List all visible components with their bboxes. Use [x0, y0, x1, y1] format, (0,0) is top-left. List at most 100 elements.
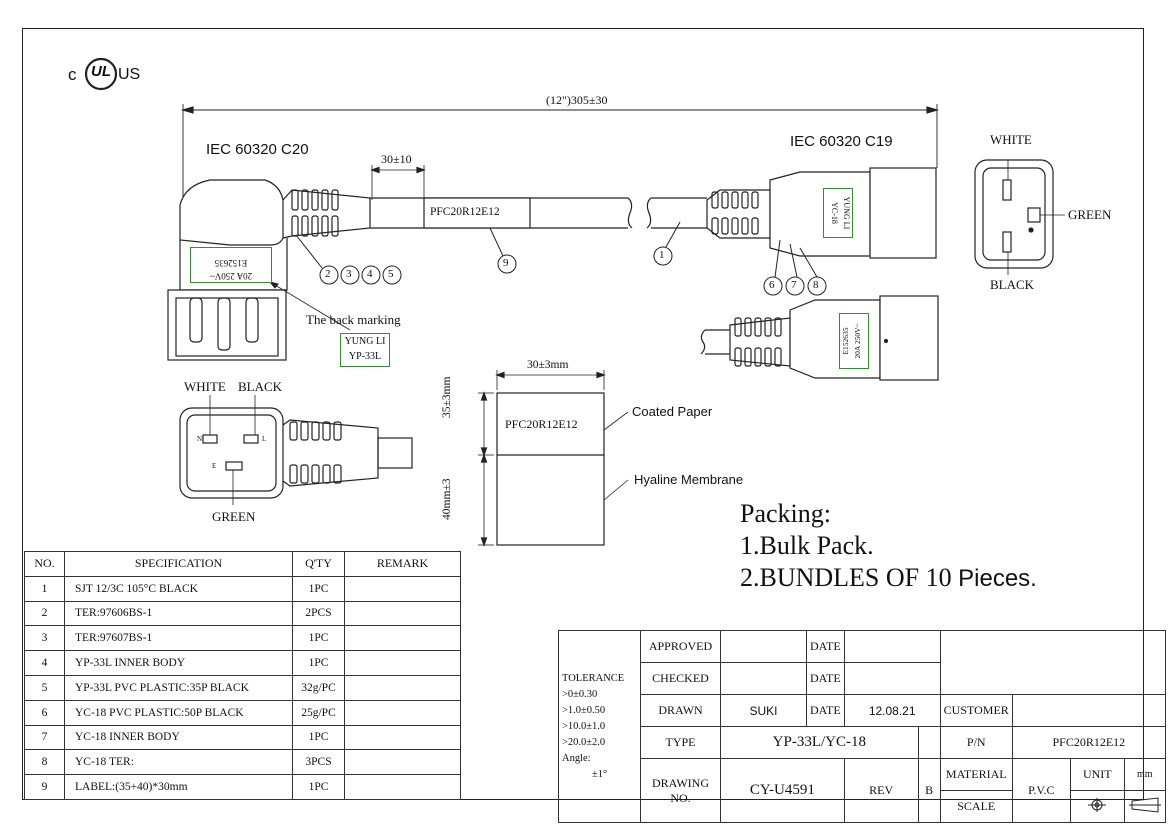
c20-green-label: GREEN: [212, 509, 256, 524]
unit-value: mm: [1123, 758, 1166, 791]
c20-marking-label: 20A 250V~ E152635: [190, 247, 272, 283]
packing-title: Packing:: [740, 499, 831, 528]
row-remark: [344, 749, 461, 776]
row-no: 8: [24, 749, 65, 776]
drawn-label: DRAWN: [640, 694, 721, 727]
row-remark: [344, 625, 461, 652]
hyaline-membrane-label: Hyaline Membrane: [634, 472, 744, 487]
ul-logo-icon: [84, 57, 118, 91]
spec-header-qty: Q'TY: [292, 551, 345, 577]
row-spec: LABEL:(35+40)*30mm: [64, 774, 293, 800]
callout-6: 6: [769, 279, 775, 291]
c19-white-label: WHITE: [990, 132, 1032, 147]
material-label: MATERIAL: [939, 758, 1013, 791]
back-marking-text: The back marking: [306, 312, 401, 327]
callout-9: 9: [503, 257, 509, 269]
packing-line-2: 2.BUNDLES OF 10 Pieces.: [740, 563, 1037, 592]
pn-value: PFC20R12E12: [1011, 726, 1166, 759]
spec-header-row: NO. SPECIFICATION Q'TY REMARK: [24, 551, 461, 577]
customer-label: CUSTOMER: [939, 694, 1013, 727]
row-remark: [344, 650, 461, 676]
ul-us-mark: US: [118, 66, 141, 83]
cable-label: PFC20R12E12: [430, 206, 500, 218]
row-no: 1: [24, 575, 65, 602]
c19-back-marking-label: E152635 20A 250V~: [839, 313, 869, 369]
callout-5: 5: [388, 268, 394, 280]
row-qty: 1PC: [292, 625, 345, 652]
row-qty: 3PCS: [292, 749, 345, 776]
row-no: 7: [24, 724, 65, 751]
checked-label: CHECKED: [640, 662, 721, 695]
row-remark: [344, 724, 461, 751]
checked-date-label: DATE: [806, 662, 845, 695]
ul-mark: UL: [91, 63, 111, 80]
row-spec: TER:97606BS-1: [64, 600, 293, 627]
drawn-date: 12.08.21: [843, 694, 941, 727]
label-detail-drawing: [478, 370, 629, 547]
drawn-date-label: DATE: [806, 694, 845, 727]
row-spec: YC-18 TER:: [64, 749, 293, 776]
coated-paper-label: Coated Paper: [632, 404, 713, 419]
c19-black-label: BLACK: [990, 277, 1035, 292]
row-qty: 32g/PC: [292, 674, 345, 701]
c20-black-label: BLACK: [238, 379, 283, 394]
callout-4: 4: [367, 268, 373, 280]
membrane-height-dim: 40mm±3: [441, 478, 453, 520]
projection-cone-icon: [1123, 790, 1166, 823]
c19-marking-label: YUNG LI YC-18: [823, 188, 853, 238]
callout-8: 8: [813, 279, 819, 291]
overall-length-dim: (12")305±30: [546, 93, 608, 107]
row-qty: 1PC: [292, 650, 345, 676]
pin-e-label: E: [212, 462, 217, 470]
c19-title: IEC 60320 C19: [790, 133, 893, 150]
row-no: 2: [24, 600, 65, 627]
row-no: 6: [24, 699, 65, 726]
row-qty: 25g/PC: [292, 699, 345, 726]
row-no: 4: [24, 650, 65, 676]
spec-header-no: NO.: [24, 551, 65, 577]
callouts-drawing: [268, 221, 827, 331]
row-spec: YC-18 PVC PLASTIC:50P BLACK: [64, 699, 293, 726]
ul-c-mark: c: [68, 65, 77, 84]
c20-plug-drawing: [167, 179, 371, 361]
callout-7: 7: [791, 279, 797, 291]
pn-label: P/N: [939, 726, 1013, 759]
row-remark: [344, 699, 461, 726]
row-spec: YC-18 INNER BODY: [64, 724, 293, 751]
material-value: P.V.C: [1011, 758, 1071, 823]
row-qty: 1PC: [292, 724, 345, 751]
row-spec: YP-33L INNER BODY: [64, 650, 293, 676]
label-detail-text: PFC20R12E12: [505, 417, 578, 431]
type-label: TYPE: [640, 726, 721, 759]
callout-3: 3: [346, 268, 352, 280]
row-remark: [344, 674, 461, 701]
row-spec: SJT 12/3C 105°C BLACK: [64, 575, 293, 602]
row-remark: [344, 575, 461, 602]
spec-header-spec: SPECIFICATION: [64, 551, 293, 577]
row-qty: 1PC: [292, 575, 345, 602]
drawing-no-label: DRAWING NO.: [640, 758, 721, 823]
row-no: 3: [24, 625, 65, 652]
spec-header-remark: REMARK: [344, 551, 461, 577]
drawing-no-value: CY-U4591: [720, 758, 845, 823]
title-block: TOLERANCE >0±0.30 >1.0±0.50 >10.0±1.0 >2…: [558, 630, 1166, 823]
approved-label: APPROVED: [640, 630, 721, 663]
callout-2: 2: [325, 268, 331, 280]
c20-face-drawing: [179, 395, 413, 505]
c20-title: IEC 60320 C20: [206, 141, 309, 158]
cable-drawing: [370, 197, 707, 229]
rev-label: REV: [843, 758, 919, 823]
row-spec: YP-33L PVC PLASTIC:35P BLACK: [64, 674, 293, 701]
row-qty: 2PCS: [292, 600, 345, 627]
label-width-dim: 30±3mm: [527, 359, 569, 371]
projection-symbol-icon: [1069, 790, 1125, 823]
